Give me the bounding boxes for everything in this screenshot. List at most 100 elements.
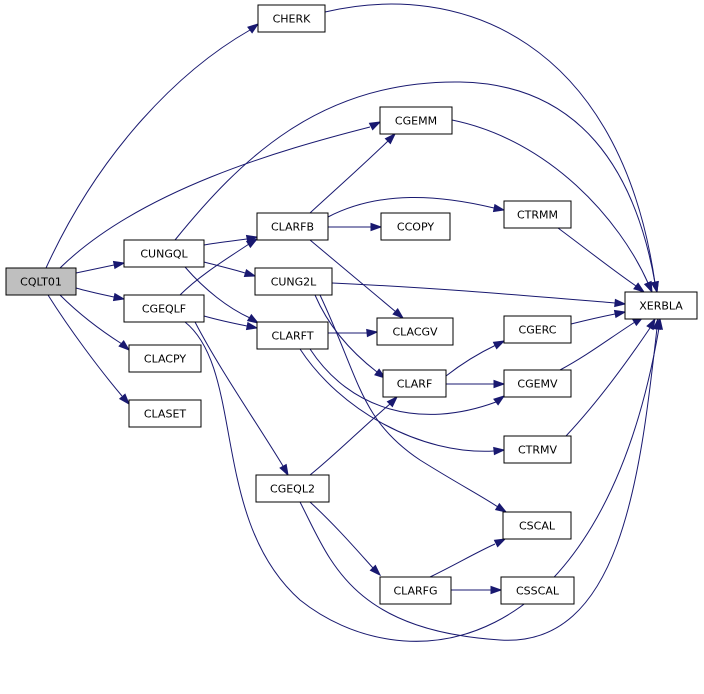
edge-line [309,403,391,476]
node-box[interactable] [624,291,698,320]
node-box[interactable] [123,239,205,268]
node-cqlt01[interactable]: CQLT01 [5,267,77,296]
node-box[interactable] [503,369,572,398]
node-box[interactable] [376,317,454,346]
node-label: CGEQLF [142,303,186,316]
edge-line [174,81,656,284]
node-cgemv[interactable]: CGEMV [503,369,572,398]
edge-cgerc-to-xerbla [570,309,627,325]
edge-cqlt01-to-clacpy [59,294,131,351]
node-box[interactable] [256,321,329,350]
node-ctrmm[interactable]: CTRMM [503,200,572,229]
node-box[interactable] [5,267,77,296]
node-clarf[interactable]: CLARF [382,369,447,398]
node-box[interactable] [379,576,452,605]
edge-line [324,3,656,284]
edge-cgeql2-to-clarfg [309,501,382,577]
edge-line [179,243,250,296]
edge-line [309,239,397,313]
node-label: CLARFT [271,330,313,343]
arrowhead [374,368,387,379]
edge-cung2l-to-clarf [314,294,387,379]
node-box[interactable] [379,106,453,135]
node-cherk[interactable]: CHERK [257,4,326,33]
node-box[interactable] [503,315,572,344]
node-box[interactable] [500,576,575,605]
node-xerbla[interactable]: XERBLA [624,291,698,320]
node-ctrmv[interactable]: CTRMV [503,435,572,464]
arrowhead [369,564,382,577]
node-cung2l[interactable]: CUNG2L [254,267,333,296]
edge-line [299,348,495,452]
arrowhead [493,395,506,406]
node-label: CHERK [273,13,312,26]
edge-line [203,238,248,246]
node-ccopy[interactable]: CCOPY [380,212,451,241]
edge-line [299,327,658,641]
node-clacgv[interactable]: CLACGV [376,317,454,346]
edge-cqlt01-to-cherk [45,23,260,269]
node-box[interactable] [380,212,451,241]
arrowhead [366,328,379,338]
edge-cgeqlf-to-clarft [203,315,259,331]
node-box[interactable] [128,344,202,373]
edge-clarf-to-cgemv [445,379,506,389]
arrowhead [494,502,508,513]
node-cgeqlf[interactable]: CGEQLF [123,294,205,323]
node-clarfb[interactable]: CLARFB [256,212,329,241]
arrowhead [613,309,627,319]
node-cungql[interactable]: CUNGQL [123,239,205,268]
node-box[interactable] [503,200,572,229]
edge-line [451,119,649,284]
arrowhead [368,121,382,131]
edge-line [429,543,496,578]
edge-line [47,294,123,397]
node-cgeql2[interactable]: CGEQL2 [255,474,330,503]
arrowhead [633,282,646,293]
edge-cgeqlf-to-cgeql2 [194,321,289,477]
arrowhead [245,321,259,331]
arrowhead [118,393,130,406]
node-cgemm[interactable]: CGEMM [379,106,453,135]
node-box[interactable] [128,399,202,428]
node-claset[interactable]: CLASET [128,399,202,428]
arrowhead [392,307,405,319]
node-label: CCOPY [397,221,434,234]
node-box[interactable] [256,212,329,241]
edge-line [309,348,497,415]
node-box[interactable] [503,435,572,464]
node-label: CGEMM [395,115,437,128]
edge-ctrmm-to-xerbla [557,227,646,293]
edge-line [327,197,495,218]
arrowhead [493,538,507,548]
node-csscal[interactable]: CSSCAL [500,576,575,605]
node-box[interactable] [257,4,326,33]
node-box[interactable] [123,294,205,323]
edge-cgemv-to-xerbla [559,316,645,371]
edge-cgeql2-to-xerbla [299,317,662,641]
edge-line [75,264,115,274]
edge-clarft-to-ctrmv [299,348,506,456]
node-box[interactable] [254,267,333,296]
node-clarft[interactable]: CLARFT [256,321,329,350]
node-box[interactable] [502,511,572,540]
edge-cungql-to-xerbla [174,81,659,294]
edge-cqlt01-to-claset [47,294,130,406]
edge-line [59,294,123,345]
node-label: CSSCAL [516,585,560,598]
node-cgerc[interactable]: CGERC [503,315,572,344]
node-box[interactable] [382,369,447,398]
edge-line [445,344,497,377]
node-box[interactable] [255,474,330,503]
arrowhead [493,379,506,389]
edge-line [314,294,378,373]
node-clarfg[interactable]: CLARFG [379,576,452,605]
arrowhead [492,203,506,213]
node-clacpy[interactable]: CLACPY [128,344,202,373]
node-cscal[interactable]: CSCAL [502,511,572,540]
edge-cqlt01-to-cgemm [59,121,382,269]
edge-clarfb-to-ctrmm [327,197,506,218]
arrowhead [490,585,503,595]
node-label: CLACGV [392,326,438,339]
